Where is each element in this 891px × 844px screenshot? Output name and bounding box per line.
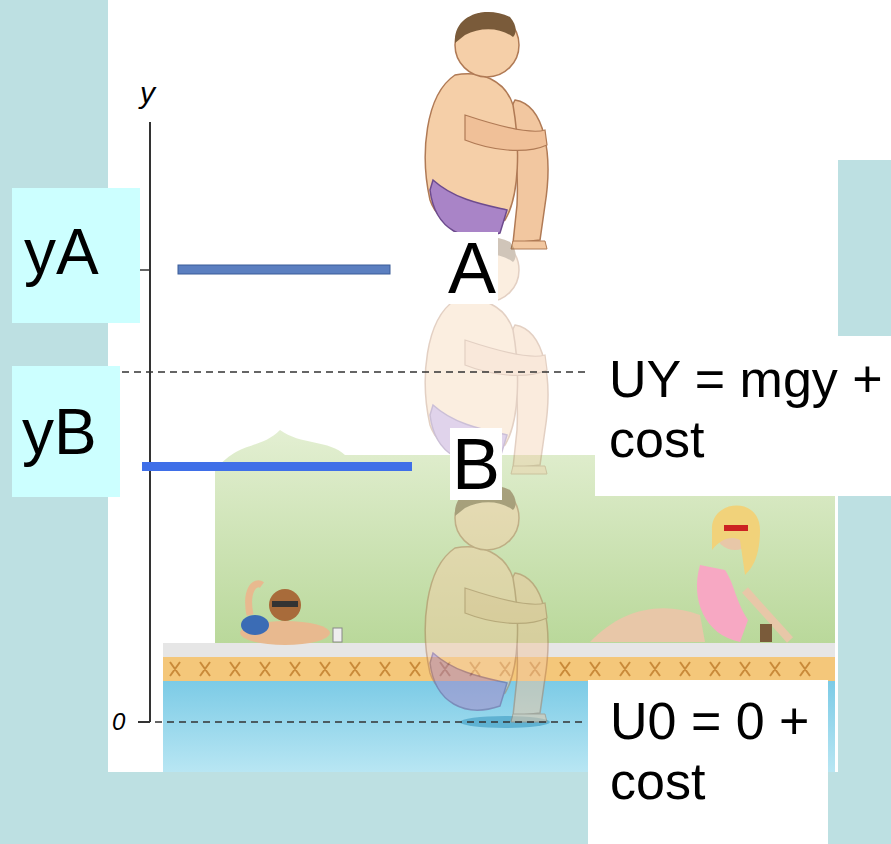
origin-label: 0 (112, 710, 125, 734)
energy-box: U0 = 0 + cost (588, 680, 828, 844)
point-label: B (450, 428, 502, 500)
node-text: U0 = 0 + cost (610, 692, 820, 812)
node-text: yB (22, 396, 114, 470)
node-text: UY = mgy + cost (609, 350, 883, 470)
point-label: A (446, 232, 498, 304)
axis-label: y (140, 78, 155, 108)
energy-box: UY = mgy + cost (595, 336, 891, 496)
node-text: yA (24, 216, 134, 290)
height-box: yB (12, 366, 120, 497)
height-box: yA (12, 188, 140, 323)
